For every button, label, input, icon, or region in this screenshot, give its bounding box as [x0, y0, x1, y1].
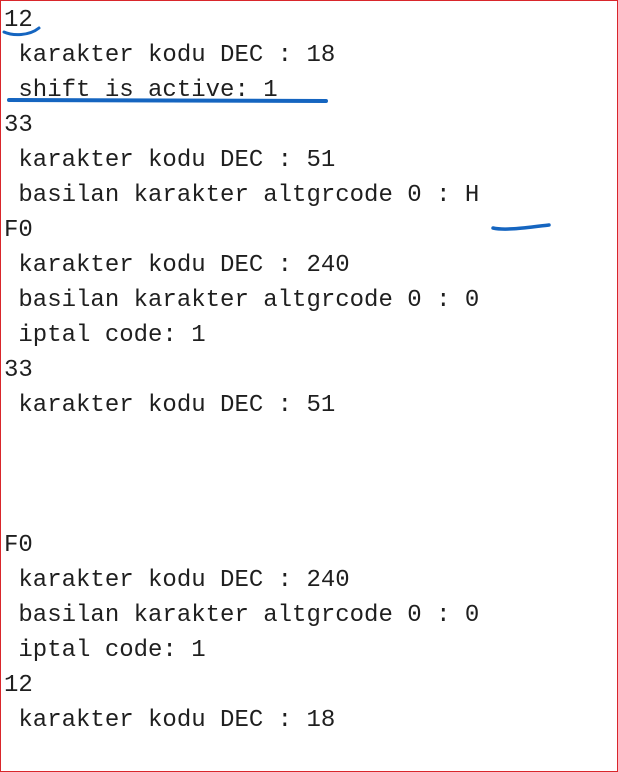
console-line-6: basilan karakter altgrcode 0 : H — [4, 182, 480, 209]
console-line-12: karakter kodu DEC : 51 — [4, 392, 336, 419]
console-line-9: basilan karakter altgrcode 0 : 0 — [4, 287, 480, 314]
console-line-17: karakter kodu DEC : 240 — [4, 567, 350, 594]
console-line-18: basilan karakter altgrcode 0 : 0 — [4, 602, 480, 629]
console-line-20: 12 — [4, 672, 33, 699]
underline-mark-shift-active — [7, 98, 328, 103]
console-line-19: iptal code: 1 — [4, 637, 206, 664]
underline-mark-h — [491, 223, 551, 231]
console-line-4: 33 — [4, 112, 33, 139]
console-line-8: karakter kodu DEC : 240 — [4, 252, 350, 279]
console-line-7: F0 — [4, 217, 33, 244]
console-line-5: karakter kodu DEC : 51 — [4, 147, 336, 174]
console-line-11: 33 — [4, 357, 33, 384]
console-line-2: karakter kodu DEC : 18 — [4, 42, 336, 69]
console-line-10: iptal code: 1 — [4, 322, 206, 349]
console-line-1: 12 — [4, 7, 33, 34]
console-line-16: F0 — [4, 532, 33, 559]
console-line-21: karakter kodu DEC : 18 — [4, 707, 336, 734]
underline-mark-12 — [2, 26, 41, 37]
